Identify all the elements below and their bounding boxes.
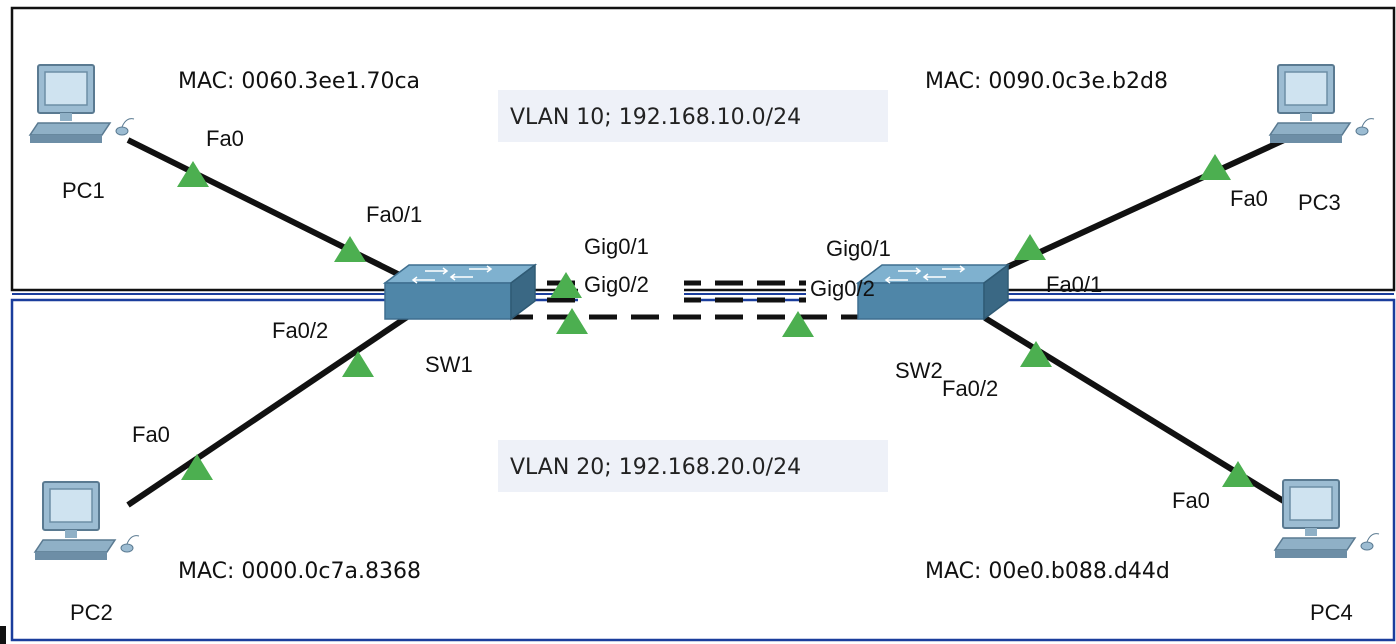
- sw2-name: SW2: [895, 358, 943, 383]
- pc4-computer-icon[interactable]: [1274, 479, 1380, 559]
- sw1-gig02-label: Gig0/2: [584, 272, 649, 297]
- vlan10-label-bg: [498, 90, 888, 142]
- pc3-mac-label: MAC: 0090.0c3e.b2d8: [925, 69, 1168, 94]
- vlan20-label-bg: [498, 440, 888, 492]
- vlan20-label: VLAN 20; 192.168.20.0/24: [510, 455, 801, 480]
- pc2-port-label: Fa0: [132, 422, 170, 447]
- vlan20-region: [10, 298, 1396, 642]
- pc1-name: PC1: [62, 178, 105, 203]
- pc4-name: PC4: [1310, 600, 1353, 625]
- switch-sw2[interactable]: [857, 264, 1009, 320]
- sw2-fa02-label: Fa0/2: [942, 376, 998, 401]
- sw2-gig02-label: Gig0/2: [810, 276, 875, 301]
- pc1-port-label: Fa0: [206, 126, 244, 151]
- pc1-mac-label: MAC: 0060.3ee1.70ca: [178, 69, 420, 94]
- vlan10-region: [10, 6, 1396, 292]
- port-up-indicator-sw1-fa01: [334, 236, 366, 262]
- pc1-computer-icon[interactable]: [29, 64, 135, 144]
- switch-sw1[interactable]: [384, 264, 536, 320]
- sw1-gig01-label: Gig0/1: [584, 234, 649, 259]
- link-pc2-sw1: [126, 312, 412, 508]
- gig02-label-bg-sw1: [578, 265, 684, 303]
- pc4-port-label: Fa0: [1172, 488, 1210, 513]
- pc3-port-label: Fa0: [1230, 186, 1268, 211]
- port-up-indicator-sw1-gig02: [556, 308, 588, 334]
- sw1-fa01-label: Fa0/1: [366, 202, 422, 227]
- sw2-gig01-label: Gig0/1: [826, 236, 891, 261]
- corner-mark: [0, 626, 6, 644]
- link-pc1-sw1: [126, 137, 432, 293]
- vlan10-label: VLAN 10; 192.168.10.0/24: [510, 105, 801, 130]
- pc2-mac-label: MAC: 0000.0c7a.8368: [178, 559, 421, 584]
- pc3-name: PC3: [1298, 190, 1341, 215]
- pc4-mac-label: MAC: 00e0.b088.d44d: [925, 559, 1170, 584]
- port-up-indicator-sw2-fa01: [1014, 234, 1046, 260]
- sw1-name: SW1: [425, 352, 473, 377]
- pc2-computer-icon[interactable]: [34, 481, 140, 561]
- pc3-computer-icon[interactable]: [1269, 64, 1375, 144]
- pc2-name: PC2: [70, 600, 113, 625]
- sw2-fa01-label: Fa0/1: [1046, 272, 1102, 297]
- sw1-fa02-label: Fa0/2: [272, 318, 328, 343]
